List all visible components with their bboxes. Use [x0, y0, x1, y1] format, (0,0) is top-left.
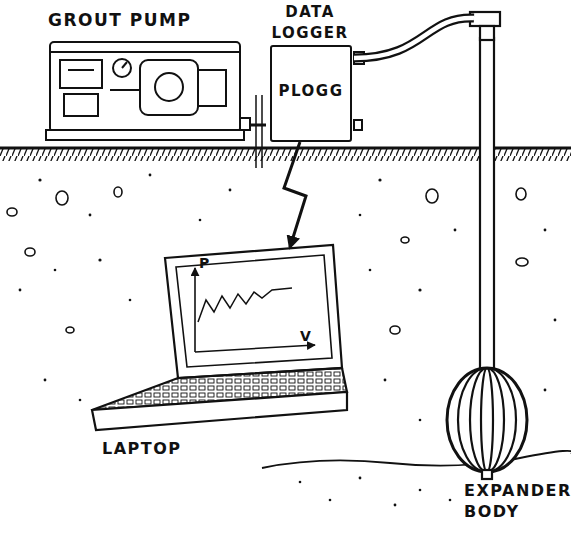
- gauge-needle: [122, 62, 127, 68]
- expander-rib: [470, 368, 504, 472]
- stone: [114, 187, 122, 197]
- logger-fitting: [354, 52, 364, 64]
- pump-outlet: [240, 118, 250, 130]
- pressure-curve: [198, 288, 292, 322]
- axis-label: P: [199, 255, 209, 271]
- laptop-lid: [165, 245, 342, 378]
- break-mark: [255, 95, 257, 168]
- injection-pipe: [480, 38, 494, 378]
- pipe-tee: [470, 12, 500, 26]
- node-heading: GROUT PUMP: [48, 10, 248, 31]
- node-heading: EXPANDER BODY: [464, 480, 571, 522]
- device-label: PLOGG: [272, 81, 350, 102]
- pump-motor: [140, 60, 198, 115]
- pump-panel: [64, 94, 98, 116]
- grout-line: [250, 124, 266, 125]
- node-heading: DATA LOGGER: [266, 2, 354, 44]
- p-axis: [194, 268, 196, 352]
- grout-hose-path: [354, 18, 474, 58]
- soil-line: [262, 451, 571, 468]
- pressure-gauge: [113, 59, 131, 77]
- stone: [390, 326, 400, 334]
- pump-detail: [68, 69, 94, 71]
- wireless-link-path: [284, 142, 306, 247]
- expander-node: EXPANDER BODY: [440, 18, 571, 535]
- stone: [25, 248, 35, 256]
- stone: [516, 188, 526, 200]
- stone: [516, 258, 528, 266]
- pump-panel: [60, 60, 102, 88]
- expander-tip: [482, 470, 492, 479]
- v-axis: [195, 345, 315, 352]
- soil-dots: [19, 174, 557, 507]
- expander-body-shape: [447, 368, 527, 472]
- wireless-link: [284, 142, 306, 247]
- grout-pump-drawing: [46, 42, 250, 140]
- laptop-node: LAPTOP: [88, 245, 350, 465]
- pump-rail: [50, 51, 240, 53]
- break-mark: [261, 95, 263, 168]
- stone: [66, 327, 74, 333]
- laptop-front: [92, 392, 347, 430]
- laptop-drawing: [92, 245, 347, 430]
- stone: [426, 189, 438, 203]
- pump-frame: [50, 42, 240, 132]
- pump-head: [198, 70, 226, 106]
- pump-base: [46, 130, 244, 140]
- expander-drawing: [447, 12, 527, 479]
- node-heading: LAPTOP: [102, 438, 222, 459]
- expander-rib: [458, 368, 516, 472]
- stone: [7, 208, 17, 216]
- logger-fitting: [354, 120, 362, 130]
- grout-hose: [354, 18, 474, 58]
- pump-pipe: [110, 89, 140, 91]
- expander-rib: [481, 368, 493, 472]
- stone: [401, 237, 409, 243]
- pump-node: GROUT PUMP: [45, 6, 250, 143]
- logger-node: PLOGG DATA LOGGER: [266, 2, 354, 142]
- pipe-tee: [480, 26, 494, 40]
- hose-core: [354, 18, 474, 58]
- logger-box: PLOGG: [270, 45, 352, 142]
- axis-label: V: [300, 328, 311, 344]
- stone: [56, 191, 68, 205]
- grout-line-path: [250, 123, 266, 126]
- laptop-screen: [176, 255, 332, 367]
- pump-wheel: [155, 73, 183, 101]
